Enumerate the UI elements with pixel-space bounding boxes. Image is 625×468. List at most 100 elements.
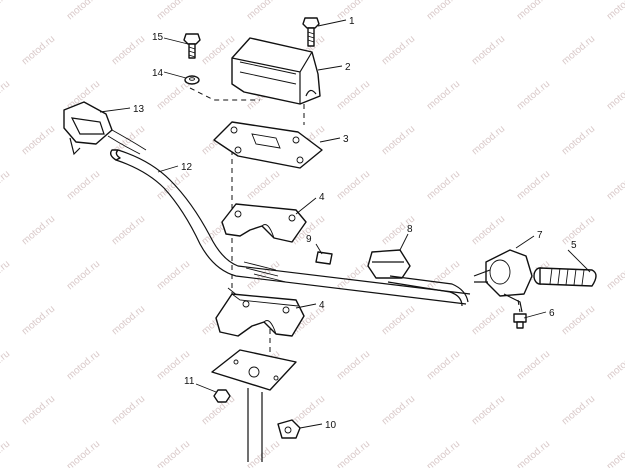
watermark-text: motod.ru [335, 259, 372, 293]
watermark-text: motod.ru [425, 439, 462, 468]
watermark-text: motod.ru [470, 34, 507, 68]
watermark-text: motod.ru [515, 79, 552, 113]
watermark-text: motod.ru [470, 304, 507, 338]
watermark-text: motod.ru [335, 349, 372, 383]
watermark-text: motod.ru [65, 439, 102, 468]
watermark-text: motod.ru [605, 439, 625, 468]
callout-8: 8 [407, 224, 413, 235]
watermark-text: motod.ru [110, 34, 147, 68]
watermark-text: motod.ru [425, 79, 462, 113]
spacer [315, 251, 333, 265]
watermark-text: motod.ru [155, 439, 192, 468]
watermark-text: motod.ru [560, 394, 597, 428]
callout-13: 13 [133, 104, 145, 115]
watermark-text: motod.ru [380, 34, 417, 68]
watermark-text: motod.ru [515, 439, 552, 468]
bolt-left [183, 33, 201, 59]
bolt-top [302, 17, 320, 47]
callout-1: 1 [349, 16, 355, 27]
callout-15: 15 [152, 32, 164, 43]
watermark-text: motod.ru [110, 304, 147, 338]
watermark-text: motod.ru [515, 0, 552, 22]
watermark-text: motod.ru [245, 169, 282, 203]
washer [184, 75, 200, 85]
watermark-text: motod.ru [335, 169, 372, 203]
watermark-text: motod.ru [425, 259, 462, 293]
watermark-text: motod.ru [515, 349, 552, 383]
watermark-text: motod.ru [0, 349, 12, 383]
watermark-text: motod.ru [560, 34, 597, 68]
screw [513, 313, 527, 329]
alignment-lines [189, 87, 521, 352]
callout-6: 6 [549, 308, 555, 319]
watermark-text: motod.ru [0, 259, 12, 293]
callout-3: 3 [343, 134, 349, 145]
upper-clamp [221, 203, 307, 243]
watermark-text: motod.ru [0, 439, 12, 468]
watermark-text: motod.ru [110, 394, 147, 428]
callout-5: 5 [571, 240, 577, 251]
leader-lines [99, 19, 591, 429]
watermark-text: motod.ru [605, 169, 625, 203]
cable-clip [277, 419, 301, 439]
callout-11: 11 [184, 376, 195, 387]
watermark-text: motod.ru [20, 124, 57, 158]
watermark-text: motod.ru [560, 304, 597, 338]
watermark-text: motod.ru [515, 169, 552, 203]
watermark-text: motod.ru [20, 34, 57, 68]
watermark-text: motod.ru [560, 214, 597, 248]
watermark-text: motod.ru [605, 0, 625, 22]
kill-switch-housing [63, 101, 147, 156]
mount-plate [211, 349, 297, 462]
nut [213, 389, 231, 403]
watermark-text: motod.ru [65, 349, 102, 383]
callout-2: 2 [345, 62, 351, 73]
watermark-text: motod.ru [0, 79, 12, 113]
watermark-text: motod.ru [65, 0, 102, 22]
watermark-text: motod.ru [290, 394, 327, 428]
watermark-text: motod.ru [425, 169, 462, 203]
callout-10: 10 [325, 420, 337, 431]
watermark-text: motod.ru [155, 79, 192, 113]
watermark-text: motod.ru [470, 214, 507, 248]
watermark-text: motod.ru [470, 124, 507, 158]
watermark-text: motod.ru [425, 349, 462, 383]
callout-labels: 1 2 3 4 4 5 6 7 8 9 10 11 12 13 14 15 [133, 16, 577, 431]
watermark-text: motod.ru [155, 259, 192, 293]
callout-14: 14 [152, 68, 164, 79]
callout-4-upper: 4 [319, 192, 325, 203]
watermark-text: motod.ru [0, 169, 12, 203]
watermark-text: motod.ru [425, 0, 462, 22]
watermark-text: motod.ru [110, 214, 147, 248]
lower-clamp [215, 293, 305, 337]
handlebar [109, 149, 471, 305]
watermark-text: motod.ru [470, 394, 507, 428]
watermark-text: motod.ru [245, 439, 282, 468]
watermark-text: motod.ru [380, 304, 417, 338]
watermark-text: motod.ru [605, 259, 625, 293]
top-plate [213, 121, 323, 169]
watermark-text: motod.ru [245, 0, 282, 22]
watermark-text: motod.ru [20, 394, 57, 428]
watermark-text: motod.ru [335, 79, 372, 113]
callout-4-lower: 4 [319, 300, 325, 311]
watermark-text: motod.ru [65, 169, 102, 203]
throttle-housing [473, 249, 533, 313]
callout-9: 9 [306, 234, 312, 245]
watermark-text: motod.ru [560, 124, 597, 158]
watermark-text: motod.ru [335, 439, 372, 468]
watermark-text: motod.ru [20, 304, 57, 338]
callout-7: 7 [537, 230, 543, 241]
watermark-text: motod.ru [155, 0, 192, 22]
watermark-text: motod.ru [380, 124, 417, 158]
watermark-text: motod.ru [605, 79, 625, 113]
watermark-text: motod.ru [380, 394, 417, 428]
watermark-text: motod.ru [0, 0, 12, 22]
watermark-text: motod.ru [605, 349, 625, 383]
watermark-text: motod.ru [65, 259, 102, 293]
callout-12: 12 [181, 162, 193, 173]
watermark-text: motod.ru [20, 214, 57, 248]
hand-grip [533, 267, 597, 287]
handlebar-pad [231, 37, 321, 105]
